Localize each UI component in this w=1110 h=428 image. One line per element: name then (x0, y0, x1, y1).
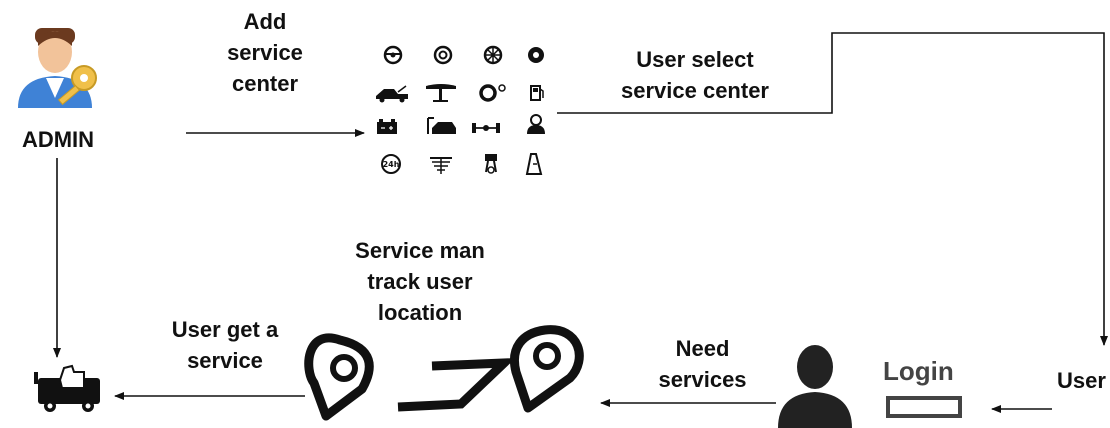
alloy-wheel-icon (483, 45, 503, 65)
car-wash-icon (427, 117, 456, 134)
battery-icon (377, 119, 397, 134)
label-admin: ADMIN (21, 127, 95, 152)
24-hour-service-icon: 24h (381, 154, 401, 174)
label-add-service-center: Add service center (227, 9, 303, 96)
car-lift-icon (426, 84, 456, 102)
mechanic-icon (527, 114, 545, 134)
label-user-get-a-service: User get a service (171, 317, 279, 373)
service-delivery-icon (34, 364, 100, 412)
label-service-man-track-user-location: Service man track user location (355, 238, 485, 325)
steering-wheel-icon (383, 45, 403, 65)
piston-icon (485, 154, 497, 174)
car-jack-icon (525, 153, 543, 175)
login-input-box (886, 396, 962, 418)
tow-truck-icon (376, 85, 408, 103)
axle-icon (472, 123, 500, 133)
spark-plug-icon (430, 157, 452, 174)
wheel-rim-icon (433, 45, 453, 65)
admin-icon (18, 28, 97, 108)
route-zigzag-icon (397, 358, 516, 412)
location-pin-right (510, 325, 584, 413)
key-icon (57, 65, 97, 106)
label-login: Login (883, 356, 954, 386)
user-silhouette-icon (778, 345, 852, 428)
location-pin-left (304, 333, 374, 421)
label-need-services: Need services (658, 336, 747, 392)
fuel-pump-icon (530, 85, 544, 101)
svg-text:24h: 24h (383, 160, 400, 169)
label-user-select-service-center: User select service center (621, 47, 769, 103)
label-user-cut: User (1057, 368, 1106, 393)
tire-icon (479, 84, 506, 102)
service-center-icons: 24h (376, 45, 545, 175)
line-user-select-route (557, 32, 1108, 346)
connectors (53, 32, 1108, 413)
brake-disc-icon (528, 47, 544, 63)
